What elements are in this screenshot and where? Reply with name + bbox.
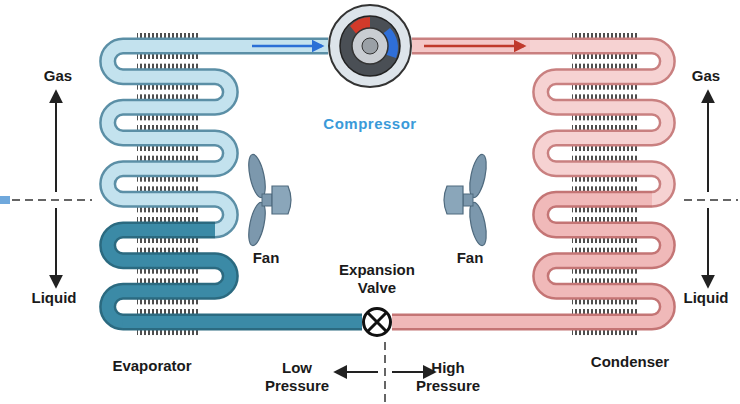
coil-pipe-outline xyxy=(530,314,652,331)
low-pressure-arrow xyxy=(336,371,378,373)
node-shape xyxy=(95,30,240,338)
node-label: Expansion Valve xyxy=(322,261,432,297)
compressor-node: Compressor xyxy=(328,4,412,88)
refrigerant-pipe xyxy=(412,46,530,47)
compressor-shaft xyxy=(352,28,388,64)
annotation-label: Gas xyxy=(28,67,88,85)
gas-arrow xyxy=(55,92,57,192)
valve-cross xyxy=(368,313,386,331)
valve-node: Expansion Valve xyxy=(362,307,392,337)
annotation-label: High Pressure xyxy=(410,359,486,395)
annotation-label: Liquid xyxy=(22,289,86,307)
high-pressure-arrow xyxy=(392,371,434,373)
node-shape xyxy=(328,4,412,88)
liquid-arrow xyxy=(707,208,709,286)
gas-arrow xyxy=(707,92,709,192)
valve-symbol xyxy=(364,309,391,336)
annotation-label: Liquid xyxy=(676,289,736,307)
node-shape xyxy=(362,307,392,337)
coil-pipe xyxy=(123,316,240,328)
annotation-label: Low Pressure xyxy=(259,359,335,395)
fan-icon xyxy=(246,153,291,247)
coil-node: Evaporator xyxy=(95,30,240,338)
refrigerant-pipe xyxy=(392,322,530,323)
node-label: Compressor xyxy=(300,115,440,133)
phase-divider xyxy=(684,199,738,201)
annotation-label: Fan xyxy=(445,249,495,267)
phase-divider xyxy=(12,199,92,201)
node-label: Condenser xyxy=(565,353,695,371)
edge-bar xyxy=(0,196,10,204)
coil-node: Condenser xyxy=(530,30,680,338)
annotation-label: Fan xyxy=(241,249,291,267)
coil-pipe xyxy=(530,316,652,328)
annotation-label: Gas xyxy=(678,67,734,85)
refrigerant-pipe xyxy=(240,322,362,323)
pressure-divider xyxy=(384,342,386,404)
compressor-housing xyxy=(329,5,411,87)
compressor-shaft xyxy=(362,38,378,54)
node-label: Evaporator xyxy=(87,357,217,375)
coil-pipe-outline xyxy=(123,314,240,331)
liquid-arrow xyxy=(55,208,57,286)
compressor-rotor xyxy=(340,16,400,76)
node-shape xyxy=(530,30,680,338)
fan-icon xyxy=(444,153,489,247)
refrigerant-pipe xyxy=(240,46,328,47)
